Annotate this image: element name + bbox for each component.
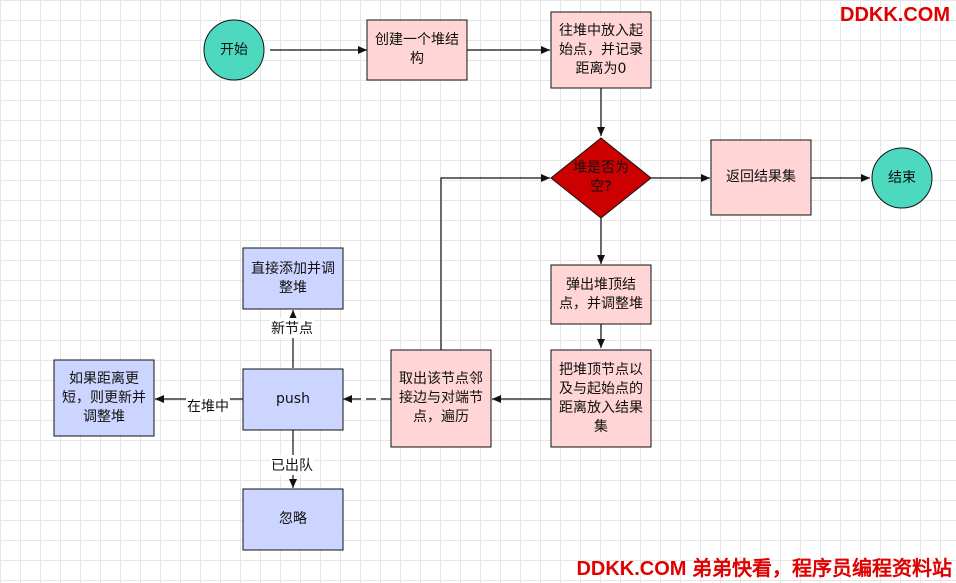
- add-adjust-label: 直接添加并调整堆: [251, 260, 335, 296]
- end-node-label: 结束: [888, 169, 916, 186]
- push-shape: [242, 368, 344, 431]
- edge-take-loop-to-decision: [440, 174, 550, 350]
- return-result-label: 返回结果集: [726, 169, 796, 185]
- edge-label-dequeued: 已出队: [270, 455, 314, 475]
- return-result-shape: [710, 139, 812, 216]
- create-heap-shape: [366, 19, 468, 81]
- put-result-label: 把堆顶节点以及与起始点的距离放入结果集: [559, 361, 643, 435]
- update-shorter-shape: [53, 359, 155, 437]
- put-result-shape: [550, 349, 652, 448]
- update-shorter-label: 如果距离更短，则更新并调整堆: [62, 370, 146, 425]
- watermark-top: DDKK.COM: [840, 4, 950, 26]
- ignore-label: 忽略: [279, 511, 307, 527]
- take-neighbors-label: 取出该节点邻接边与对端节点，遍历: [399, 371, 483, 425]
- add-adjust-shape: [242, 247, 344, 310]
- edge-label-new-node: 新节点: [270, 318, 314, 338]
- put-start-label: 往堆中放入起始点，并记录距离为0: [559, 22, 643, 77]
- put-start-shape: [550, 11, 652, 89]
- pop-top-shape: [550, 264, 652, 325]
- watermark-bottom: DDKK.COM 弟弟快看，程序员编程资料站: [576, 558, 952, 580]
- push-label: push: [276, 391, 310, 407]
- create-heap-label: 创建一个堆结构: [375, 32, 459, 67]
- start-node-shape: [203, 19, 265, 81]
- end-node-shape: [871, 147, 933, 209]
- heap-empty-decision-shape: [550, 137, 652, 219]
- pop-top-label: 弹出堆顶结点，并调整堆: [559, 276, 643, 312]
- edge-label-in-heap: 在堆中: [186, 396, 230, 416]
- take-neighbors-shape: [390, 349, 492, 448]
- heap-empty-label: 堆是否为空?: [573, 160, 629, 195]
- start-node-label: 开始: [220, 41, 248, 58]
- ignore-shape: [242, 488, 344, 551]
